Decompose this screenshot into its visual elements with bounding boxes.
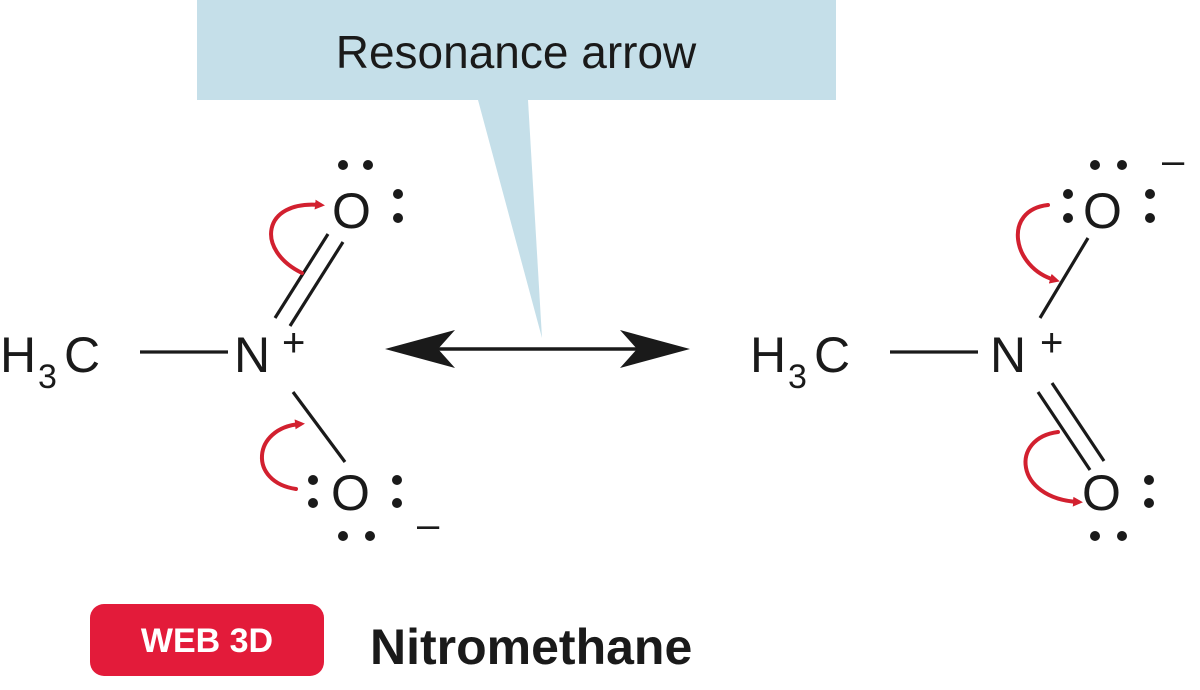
left-single-bond [291,391,347,463]
left-oxygen-top: O [332,183,371,239]
right-oxygen-top-lone-pairs [1063,160,1155,223]
callout-box [197,0,836,338]
left-double-bond-a [273,233,330,319]
right-curly-arrow-top [1015,203,1060,284]
left-nitrogen-charge: + [282,321,305,365]
left-double-bond-b [288,241,345,327]
badge-background [90,604,324,676]
left-curly-arrow-bottom [259,419,305,491]
arrowhead-right [620,330,690,368]
right-single-bond [1038,237,1090,319]
right-methyl-sub: 3 [788,358,807,396]
right-oxygen-top-charge: – [1162,139,1185,183]
right-double-bond-b [1050,382,1106,462]
left-methyl-h: H [0,327,36,383]
structure-left: H 3 C N + O O – [0,160,440,547]
right-oxygen-top: O [1083,183,1122,239]
left-methyl-sub: 3 [38,358,57,396]
structure-right: H 3 C N + O – O [750,139,1185,541]
left-oxygen-bottom: O [331,465,370,521]
right-oxygen-bottom-lone-pairs [1090,475,1154,541]
right-curly-arrow-bottom [1023,430,1083,507]
right-oxygen-bottom: O [1082,465,1121,521]
callout-label: Resonance arrow [336,26,697,78]
web-3d-badge[interactable]: WEB 3D [90,604,324,676]
right-methyl-c: C [814,327,850,383]
resonance-callout: Resonance arrow [197,0,836,338]
arrowhead-left [385,330,455,368]
left-nitrogen: N [234,327,270,383]
right-nitrogen: N [990,327,1026,383]
left-curly-arrow-top [269,199,325,275]
right-nitrogen-charge: + [1040,321,1063,365]
molecule-caption: Nitromethane [370,619,692,675]
left-oxygen-bottom-lone-pairs [308,475,402,541]
resonance-double-arrow [385,330,690,368]
left-oxygen-top-lone-pairs [338,160,403,223]
right-double-bond-a [1036,391,1092,471]
left-oxygen-bottom-charge: – [417,503,440,547]
left-methyl-c: C [64,327,100,383]
right-methyl-h: H [750,327,786,383]
badge-label: WEB 3D [141,622,273,660]
